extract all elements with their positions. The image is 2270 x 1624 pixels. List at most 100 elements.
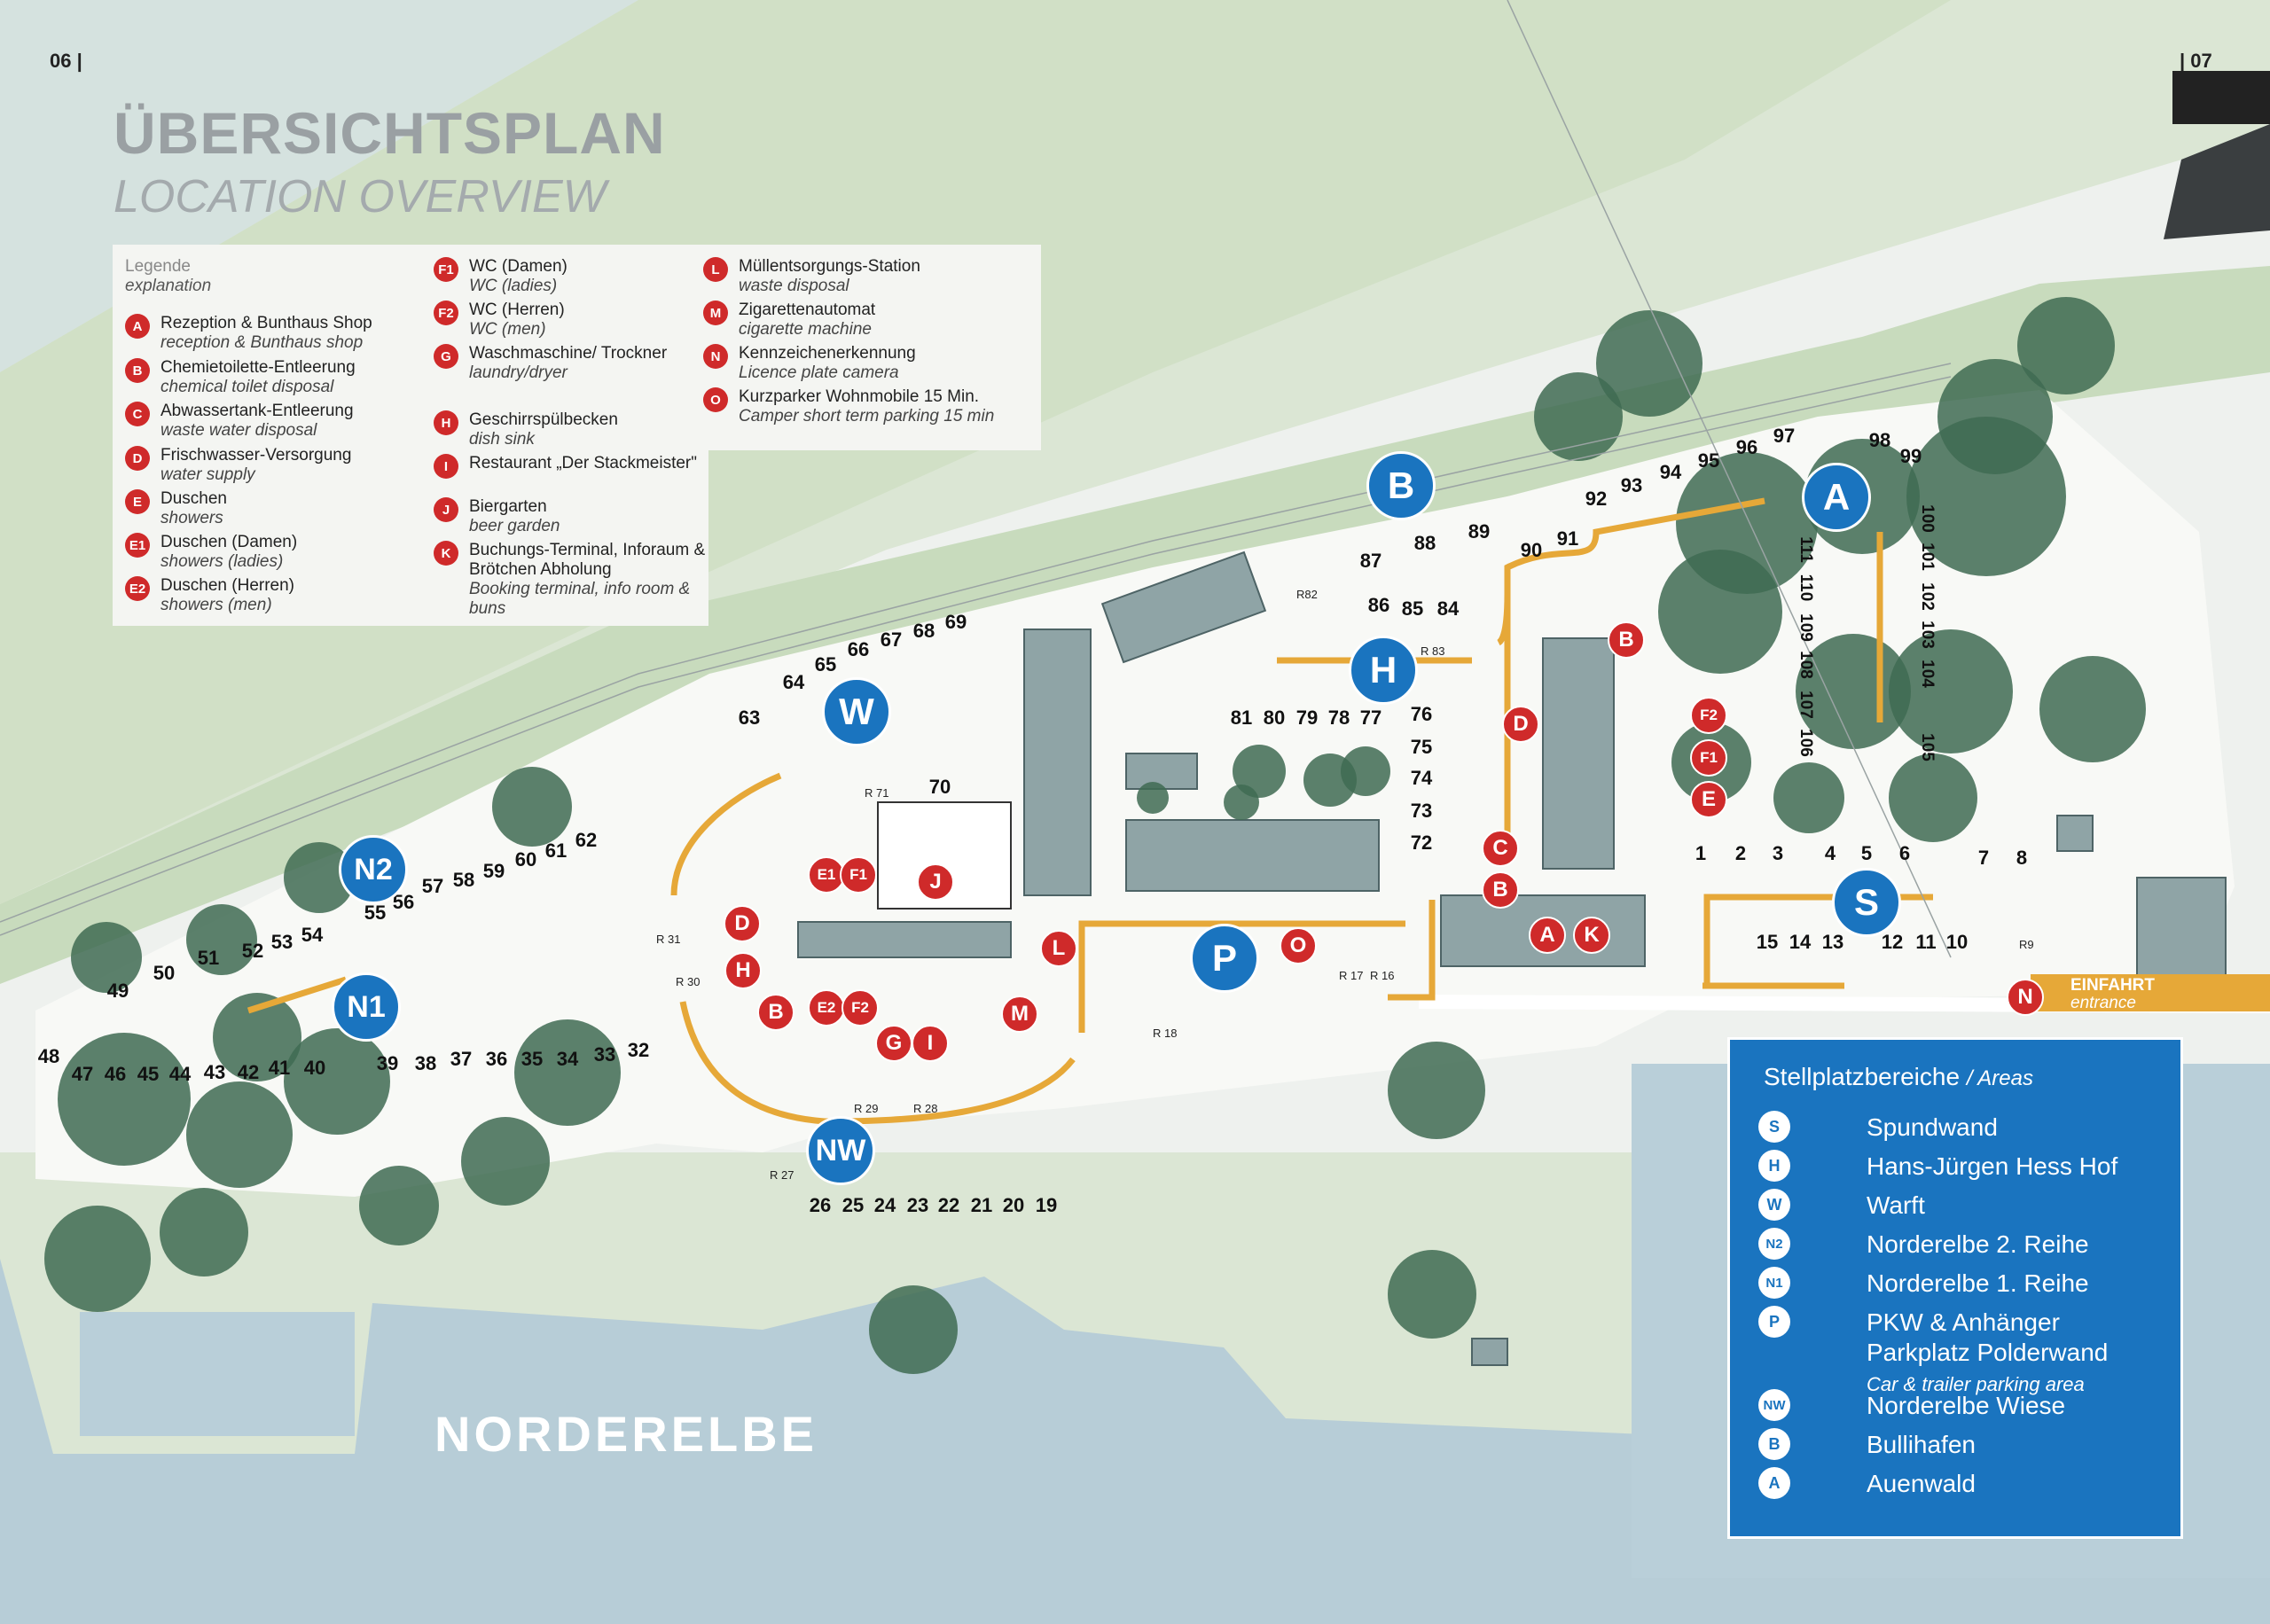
dike-grass bbox=[0, 266, 2270, 984]
pitch-number: 91 bbox=[1556, 527, 1579, 550]
areas-label: Spundwand bbox=[1867, 1113, 1998, 1143]
facility-marker[interactable]: F2 bbox=[841, 989, 879, 1027]
facility-marker[interactable]: B bbox=[1482, 871, 1519, 909]
area-marker[interactable]: H bbox=[1349, 636, 1418, 705]
facility-marker[interactable]: J bbox=[917, 863, 954, 901]
pitch-number: 55 bbox=[364, 902, 387, 924]
facility-marker[interactable]: C bbox=[1482, 830, 1519, 867]
areas-badge: H bbox=[1758, 1150, 1790, 1182]
pitch-number: 61 bbox=[544, 839, 568, 862]
pitch-number: 22 bbox=[937, 1194, 960, 1216]
entrance-label: EINFAHRT entrance bbox=[2026, 974, 2270, 1019]
pitch-number: 85 bbox=[1401, 597, 1424, 620]
pitch-number: 95 bbox=[1697, 449, 1720, 472]
areas-label-text: Spundwand bbox=[1867, 1113, 1998, 1141]
areas-label-text: Norderelbe Wiese bbox=[1867, 1392, 2066, 1419]
legend-text-en: dish sink bbox=[469, 430, 535, 449]
legend-text: Duschen (Damen)showers (ladies) bbox=[160, 533, 297, 572]
facility-marker[interactable]: B bbox=[1608, 621, 1645, 659]
legend-text-en: cigarette machine bbox=[739, 320, 872, 339]
pitch-number: 97 bbox=[1773, 425, 1796, 447]
facility-marker[interactable]: N bbox=[2007, 979, 2044, 1016]
pitch-number: 87 bbox=[1359, 550, 1382, 572]
facility-marker[interactable]: I bbox=[912, 1025, 949, 1062]
area-marker[interactable]: A bbox=[1802, 463, 1871, 532]
facility-marker[interactable]: B bbox=[757, 994, 794, 1031]
area-marker[interactable]: W bbox=[822, 677, 891, 746]
room-label: R 31 bbox=[656, 933, 681, 946]
room-label: R 30 bbox=[676, 975, 701, 988]
legend-badge: D bbox=[125, 446, 150, 471]
legend-text-en: beer garden bbox=[469, 517, 560, 535]
area-marker[interactable]: N2 bbox=[339, 835, 408, 904]
pitch-number: 41 bbox=[268, 1057, 291, 1079]
pitch-number: 109 bbox=[1796, 613, 1815, 642]
area-marker[interactable]: NW bbox=[806, 1116, 875, 1185]
facility-marker[interactable]: K bbox=[1573, 917, 1610, 954]
facility-marker[interactable]: M bbox=[1001, 995, 1038, 1033]
legend-badge: C bbox=[125, 402, 150, 426]
facility-marker[interactable]: D bbox=[1502, 706, 1539, 743]
pitch-number: 70 bbox=[928, 776, 951, 798]
area-marker[interactable]: S bbox=[1832, 868, 1901, 937]
pitch-number: 33 bbox=[593, 1043, 616, 1066]
pitch-number: 89 bbox=[1468, 520, 1491, 543]
legend-badge: I bbox=[434, 454, 458, 479]
legend-text-de: Buchungs-Terminal, Inforaum & Brötchen A… bbox=[469, 541, 706, 579]
room-label: R 28 bbox=[913, 1102, 938, 1115]
facility-marker[interactable]: F1 bbox=[840, 856, 877, 894]
facility-marker[interactable]: E1 bbox=[808, 856, 845, 894]
area-marker[interactable]: B bbox=[1366, 451, 1436, 520]
areas-label-text: Warft bbox=[1867, 1191, 1925, 1219]
facility-marker[interactable]: O bbox=[1280, 927, 1317, 964]
pitch-number: 88 bbox=[1413, 532, 1436, 554]
facility-marker[interactable]: E2 bbox=[808, 989, 845, 1027]
pitch-number: 20 bbox=[1002, 1194, 1025, 1216]
areas-label-text: Hans-Jürgen Hess Hof bbox=[1867, 1152, 2118, 1180]
area-marker[interactable]: P bbox=[1190, 924, 1259, 993]
legend-text-de: Biergarten bbox=[469, 497, 547, 516]
facility-marker[interactable]: L bbox=[1040, 930, 1077, 967]
route-arrows bbox=[247, 497, 2270, 1125]
facility-marker[interactable]: F1 bbox=[1690, 739, 1727, 777]
facility-marker[interactable]: A bbox=[1529, 917, 1566, 954]
legend-text-en: Licence plate camera bbox=[739, 363, 899, 382]
legend-text-de: Restaurant „Der Stackmeister" bbox=[469, 454, 697, 472]
facility-marker[interactable]: H bbox=[724, 952, 762, 989]
pitch-number: 106 bbox=[1796, 729, 1815, 757]
pitch-number: 47 bbox=[71, 1063, 94, 1085]
page-number-right: | 07 bbox=[2180, 50, 2212, 72]
room-label: R 29 bbox=[854, 1102, 879, 1115]
pitch-number: 53 bbox=[270, 931, 294, 953]
pitch-number: 100 bbox=[1918, 504, 1937, 533]
pitch-number: 59 bbox=[482, 860, 505, 882]
pitch-number: 73 bbox=[1410, 800, 1433, 822]
pitch-number: 103 bbox=[1918, 621, 1937, 649]
legend-text-en: chemical toilet disposal bbox=[160, 378, 334, 396]
legend-heading-en: explanation bbox=[125, 277, 212, 295]
legend-badge: L bbox=[703, 257, 728, 282]
area-marker[interactable]: N1 bbox=[332, 972, 401, 1042]
areas-badge: P bbox=[1758, 1306, 1790, 1338]
pitch-number: 77 bbox=[1359, 707, 1382, 729]
facility-marker[interactable]: D bbox=[724, 905, 761, 942]
pitch-number: 51 bbox=[197, 947, 220, 969]
facility-marker[interactable]: E bbox=[1690, 781, 1727, 818]
pitch-number: 44 bbox=[168, 1063, 192, 1085]
legend-text: Buchungs-Terminal, Inforaum & Brötchen A… bbox=[469, 541, 726, 619]
pitch-number: 107 bbox=[1796, 691, 1815, 719]
pitch-number: 21 bbox=[970, 1194, 993, 1216]
legend-text-en: Camper short term parking 15 min bbox=[739, 407, 995, 426]
pitch-number: 14 bbox=[1789, 931, 1812, 953]
pitch-number: 24 bbox=[873, 1194, 896, 1216]
facility-marker[interactable]: G bbox=[875, 1025, 912, 1062]
pitch-number: 5 bbox=[1860, 842, 1873, 864]
areas-badge: A bbox=[1758, 1467, 1790, 1499]
facility-marker[interactable]: F2 bbox=[1690, 697, 1727, 734]
pitch-number: 68 bbox=[912, 620, 935, 642]
